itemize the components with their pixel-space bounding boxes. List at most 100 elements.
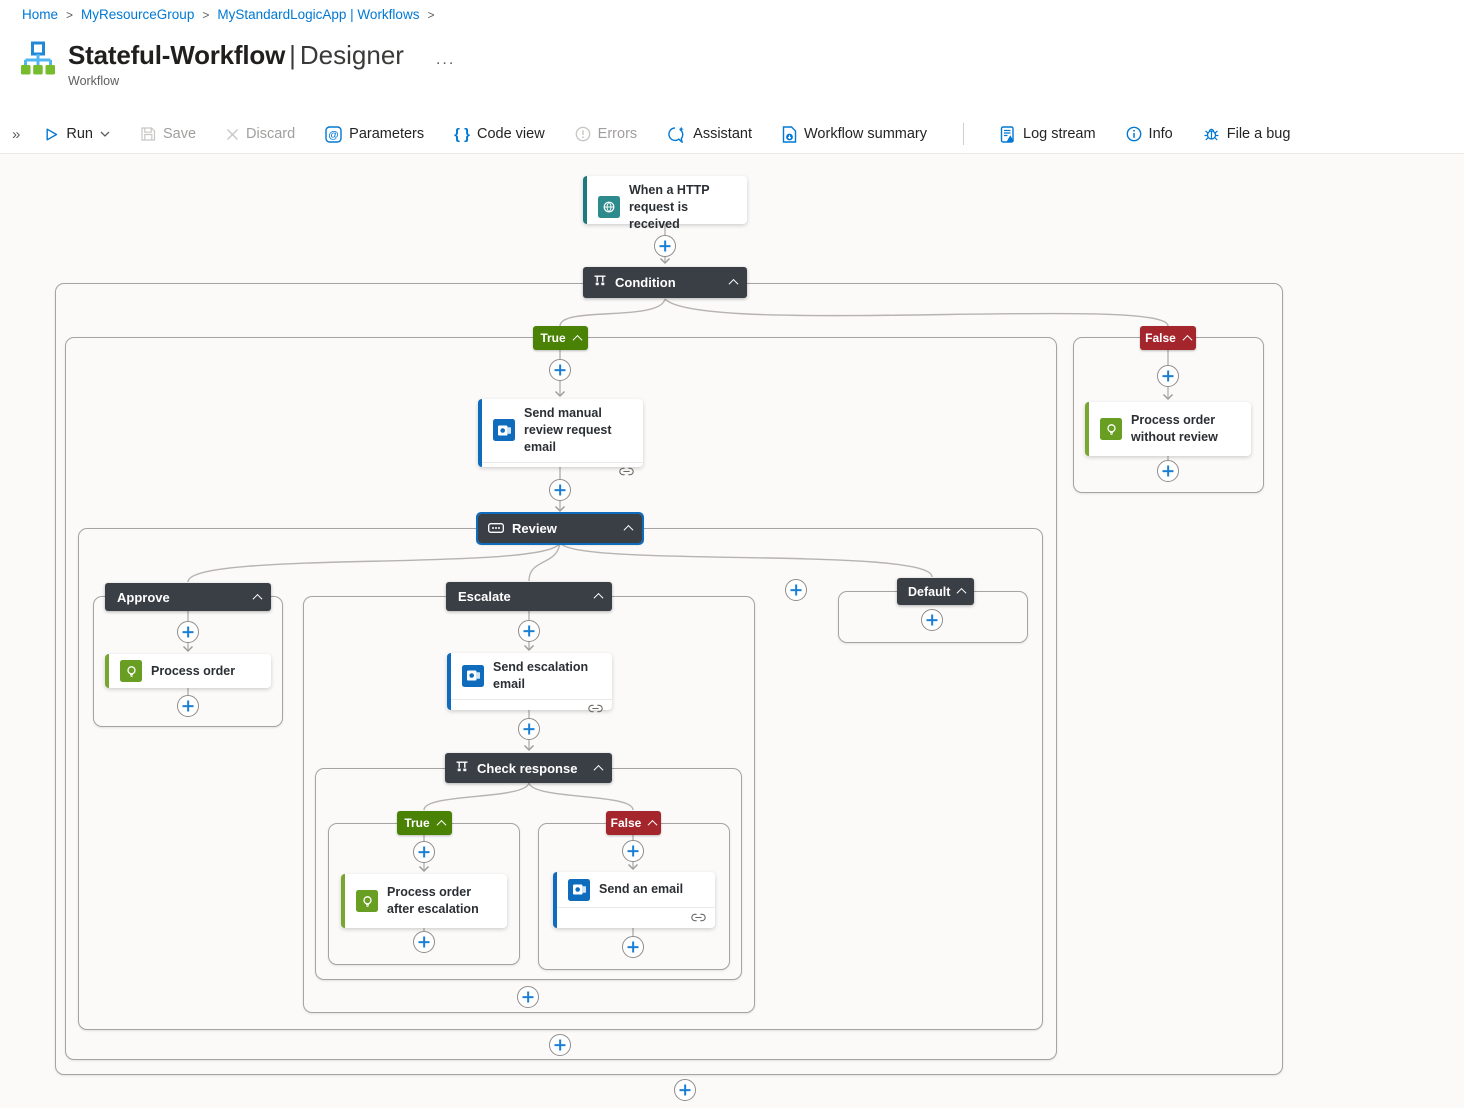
check-false-label[interactable]: False	[606, 811, 661, 835]
action-card-process-order[interactable]: Process order	[105, 654, 271, 688]
play-icon	[44, 127, 59, 142]
add-action-button[interactable]	[674, 1079, 696, 1101]
action-title: Process order	[151, 663, 236, 678]
breadcrumb-resource-group[interactable]: MyResourceGroup	[81, 7, 195, 22]
connection-link-icon	[691, 909, 706, 927]
action-card-send-manual-review-email[interactable]: Send manual review request email	[478, 399, 643, 475]
add-action-button[interactable]	[549, 479, 571, 501]
action-card-send-an-email[interactable]: Send an email	[553, 872, 715, 928]
page-title: Stateful-Workflow	[68, 40, 286, 70]
page-header: Stateful-Workflow | Designer ... Workflo…	[20, 40, 455, 88]
http-request-trigger-icon	[598, 196, 620, 219]
document-download-icon	[782, 125, 797, 143]
condition-icon	[593, 275, 607, 290]
action-card-process-order-without-review[interactable]: Process order without review	[1085, 402, 1251, 456]
collapse-chevron-icon[interactable]	[572, 334, 583, 345]
add-action-button[interactable]	[1157, 460, 1179, 482]
action-card-send-escalation-email[interactable]: Send escalation email	[447, 653, 612, 712]
code-braces-icon: { }	[454, 125, 470, 143]
workflow-summary-button[interactable]: Workflow summary	[782, 125, 927, 143]
code-view-button[interactable]: { } Code view	[454, 125, 545, 143]
process-action-icon	[120, 660, 142, 682]
trigger-card-http-request[interactable]: When a HTTP request is received	[583, 176, 747, 231]
collapse-chevron-icon[interactable]	[956, 587, 967, 598]
action-title: Send manual review request email	[524, 406, 612, 454]
discard-button[interactable]: Discard	[226, 126, 295, 142]
parameters-icon: @	[325, 125, 342, 143]
add-case-button[interactable]	[785, 579, 807, 601]
title-mode: Designer	[299, 40, 404, 70]
file-a-bug-button[interactable]: File a bug	[1203, 126, 1290, 142]
process-action-icon	[1100, 418, 1122, 440]
close-icon	[226, 128, 239, 141]
outlook-icon	[493, 419, 515, 442]
workflow-logo-icon	[20, 40, 56, 85]
toolbar-divider	[963, 123, 964, 145]
add-action-button[interactable]	[622, 840, 644, 862]
outlook-icon	[462, 664, 484, 687]
default-case-header[interactable]: Default	[897, 578, 975, 605]
breadcrumb-separator: >	[427, 7, 435, 22]
condition-true-label[interactable]: True	[533, 326, 588, 350]
connection-link-icon	[619, 463, 634, 481]
breadcrumb: Home > MyResourceGroup > MyStandardLogic…	[22, 7, 434, 22]
save-button[interactable]: Save	[140, 126, 196, 142]
add-action-button[interactable]	[518, 718, 540, 740]
log-document-icon	[1000, 125, 1016, 143]
command-bar: » Run Save Discard @ Parameters { } Code…	[0, 115, 1464, 153]
switch-icon	[488, 521, 504, 536]
connection-link-icon	[588, 700, 603, 718]
assistant-chat-sparkle-icon	[667, 126, 686, 143]
action-title: Process order after escalation	[387, 885, 479, 916]
bug-icon	[1203, 126, 1220, 142]
add-action-button[interactable]	[517, 986, 539, 1008]
add-action-button[interactable]	[413, 931, 435, 953]
add-action-button[interactable]	[654, 235, 676, 257]
title-divider: |	[289, 40, 296, 70]
run-button[interactable]: Run	[44, 126, 110, 142]
info-button[interactable]: Info	[1126, 126, 1173, 142]
add-action-button[interactable]	[921, 609, 943, 631]
breadcrumb-logic-app-workflows[interactable]: MyStandardLogicApp | Workflows	[217, 7, 420, 22]
add-action-button[interactable]	[413, 841, 435, 863]
add-action-button[interactable]	[549, 1034, 571, 1056]
add-action-button[interactable]	[1157, 365, 1179, 387]
collapse-chevron-icon[interactable]	[623, 524, 634, 535]
condition-icon	[455, 761, 469, 776]
chevron-down-icon	[100, 131, 110, 137]
svg-text:@: @	[329, 129, 339, 141]
check-response-condition-header[interactable]: Check response	[445, 753, 612, 783]
parameters-button[interactable]: @ Parameters	[325, 125, 424, 143]
process-action-icon	[356, 890, 378, 912]
more-options-button[interactable]: ...	[435, 51, 456, 68]
collapse-panel-icon[interactable]: »	[12, 125, 21, 143]
action-title: Send escalation email	[493, 660, 589, 691]
trigger-title: When a HTTP request is received	[629, 183, 710, 231]
add-action-button[interactable]	[177, 695, 199, 717]
breadcrumb-separator: >	[202, 7, 210, 22]
action-card-process-order-after-escalation[interactable]: Process order after escalation	[341, 874, 507, 928]
approve-case-header[interactable]: Approve	[105, 583, 271, 611]
escalate-case-header[interactable]: Escalate	[446, 582, 612, 611]
collapse-chevron-icon[interactable]	[593, 764, 604, 775]
errors-button[interactable]: Errors	[575, 126, 637, 142]
condition-false-label[interactable]: False	[1140, 326, 1196, 350]
collapse-chevron-icon[interactable]	[728, 278, 739, 289]
save-icon	[140, 126, 156, 142]
log-stream-button[interactable]: Log stream	[1000, 125, 1096, 143]
collapse-chevron-icon[interactable]	[593, 592, 604, 603]
breadcrumb-home[interactable]: Home	[22, 7, 59, 22]
collapse-chevron-icon[interactable]	[1182, 334, 1193, 345]
collapse-chevron-icon[interactable]	[647, 819, 658, 830]
add-action-button[interactable]	[177, 621, 199, 643]
add-action-button[interactable]	[518, 620, 540, 642]
add-action-button[interactable]	[549, 359, 571, 381]
condition-action-header[interactable]: Condition	[583, 267, 747, 298]
collapse-chevron-icon[interactable]	[252, 593, 263, 604]
add-action-button[interactable]	[622, 936, 644, 958]
assistant-button[interactable]: Assistant	[667, 126, 752, 143]
collapse-chevron-icon[interactable]	[436, 819, 447, 830]
info-circle-icon	[1126, 126, 1142, 142]
check-true-label[interactable]: True	[397, 811, 452, 835]
review-switch-header[interactable]: Review	[476, 512, 644, 545]
